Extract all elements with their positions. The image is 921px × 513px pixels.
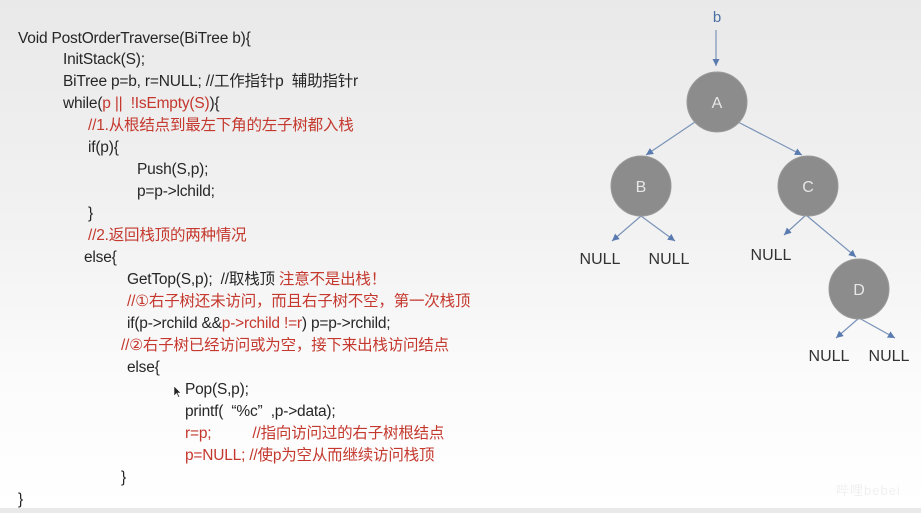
edge-a-c [737,121,803,156]
null-label-b-right: NULL [649,251,690,268]
code-line-else: else{ [84,249,117,266]
code-comment-step2: //2.返回栈顶的两种情况 [88,227,247,244]
code-text: GetTop(S,p); //取栈顶 [127,271,279,288]
code-line-initstack: InitStack(S); [63,51,145,68]
code-text: while( [63,95,103,112]
null-label-d-right: NULL [869,348,910,365]
tree-node-a: A [686,71,748,133]
code-text: if(p->rchild && [127,315,222,332]
edge-b-null-right [640,215,676,242]
tree-node-b: B [610,155,672,217]
code-comment-case2: //②右子树已经访问或为空，接下来出栈访问结点 [121,337,449,354]
code-line-if-rchild: if(p->rchild &&p->rchild !=r) p=p->rchil… [127,314,391,334]
code-line-inner-else: else{ [127,359,160,376]
edge-d-null-right [858,317,896,339]
binary-tree-diagram: b A B C D NULL NULL NULL NULL [570,0,921,508]
node-label: D [853,282,865,299]
root-pointer-label: b [713,9,721,26]
edge-a-b [645,121,696,156]
node-label: B [636,179,647,196]
watermark: 哔哩bebei [836,483,901,498]
code-line-while: while(p || !IsEmpty(S)){ [63,94,220,114]
code-text: ){ [209,95,220,112]
code-highlight: p->rchild !=r [221,315,302,332]
edge-b-null-left [611,215,642,242]
code-line-assign-null: p=NULL; //使p为空从而继续访问栈顶 [185,447,435,464]
code-highlight: 注意不是出栈！ [278,271,387,288]
code-line-function-signature: Void PostOrderTraverse(BiTree b){ [18,30,251,47]
tree-svg: b A B C D NULL NULL NULL NULL [580,9,910,365]
code-highlight: p || !IsEmpty(S) [102,95,210,112]
code-line-gettop: GetTop(S,p); //取栈顶 注意不是出栈！ [127,270,386,290]
code-line-if: if(p){ [88,139,119,156]
node-label: A [712,95,723,112]
null-label-d-left: NULL [809,348,850,365]
code-line-close-inner: } [121,469,126,486]
code-text: ) p=p->rchild; [301,315,391,332]
code-line-close-if: } [88,205,93,222]
tree-node-c: C [777,155,839,217]
code-listing: Void PostOrderTraverse(BiTree b){ InitSt… [18,30,471,508]
code-line-assign-r: r=p; //指向访问过的右子树根结点 [185,425,445,442]
tree-node-d: D [828,258,890,320]
code-line-pop: Pop(S,p); [185,381,249,398]
code-comment-case1: //①右子树还未访问，而且右子树不空，第一次栈顶 [127,293,471,310]
null-label-c-left: NULL [751,247,792,264]
code-line-close-function: } [18,491,23,508]
edge-d-null-left [835,317,860,339]
node-label: C [802,179,814,196]
mouse-cursor-icon [174,386,182,398]
code-line-declare-pointers: BiTree p=b, r=NULL; //工作指针p 辅助指针r [63,73,358,90]
edge-c-null-left [783,214,807,236]
null-label-b-left: NULL [580,251,621,268]
code-comment-step1: //1.从根结点到最左下角的左子树都入栈 [88,117,354,134]
code-line-printf: printf( “%c” ,p->data); [185,403,336,420]
code-line-lchild: p=p->lchild; [137,183,215,200]
edge-c-d [805,214,857,258]
code-line-push: Push(S,p); [137,161,209,178]
